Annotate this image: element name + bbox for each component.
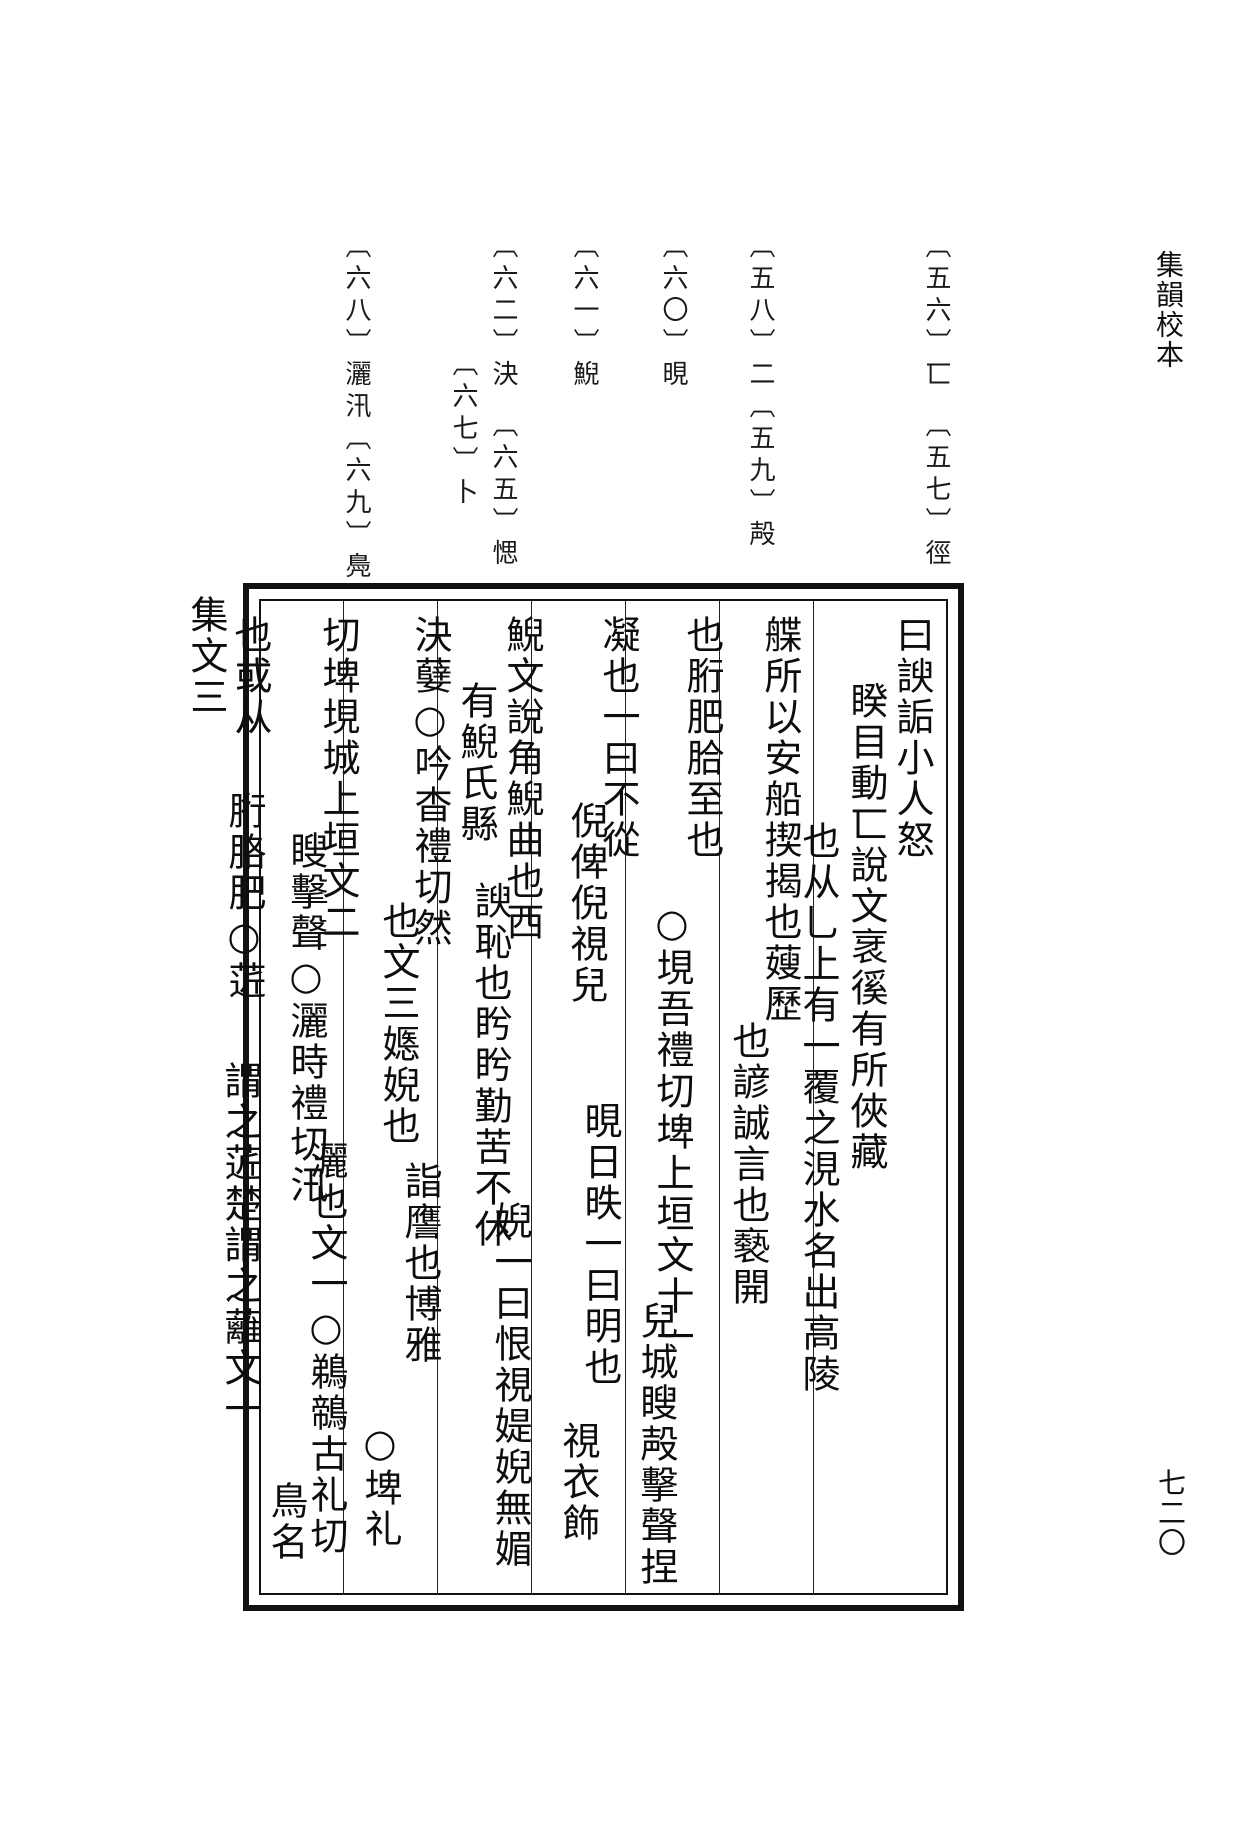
text-column: 也胻肥䏩至也 <box>680 615 724 861</box>
text-column: 視衣飾 <box>556 1421 600 1544</box>
text-column: 切埤垷城上垣文二 <box>316 615 360 943</box>
text-column: 婗一曰恨視媞婗無媚 <box>488 1201 532 1570</box>
column-rule <box>531 601 532 1593</box>
text-column: ○垷吾禮切埤上垣文十一 <box>650 901 694 1358</box>
text-column: 決㜸○吟杳禮切然 <box>408 615 452 949</box>
annotation-column: 〔六二〕決 〔六五〕愢 <box>488 232 518 571</box>
text-column: 也从乚上有一覆之涀水名出高陵 <box>796 821 840 1395</box>
column-rule <box>437 601 438 1593</box>
annotation-column: 〔六八〕灑汛〔六九〕鳧 <box>341 232 371 584</box>
text-column: 倪俾倪視兒 <box>564 801 608 1006</box>
text-column: 鯢文說角鯢曲也西 <box>500 615 544 943</box>
text-column: 灑也文一○鵜鶙古礼切 <box>304 1141 348 1557</box>
text-column: 集文三 <box>184 595 228 718</box>
text-column: 謂之菦楚謂之蘺文一 <box>218 1061 262 1430</box>
column-rule <box>813 601 814 1593</box>
text-column: 也或从 <box>228 615 272 738</box>
annotation-column: 〔五六〕匸 〔五七〕徑 <box>921 232 951 571</box>
text-column: 鳥名 <box>264 1481 308 1563</box>
annotation-column: 〔六〇〕晛 <box>658 232 688 392</box>
page-number: 七二〇 <box>1154 1468 1187 1558</box>
text-column: 凝也一曰不從 <box>596 615 640 861</box>
text-column: 晛日昳一曰明也 <box>578 1101 622 1388</box>
text-column: 兒城瞍殸擊聲捏 <box>634 1301 678 1588</box>
text-column: 艓所以安船揳揭也䕅歷 <box>758 615 802 1025</box>
annotation-column: 〔六七〕卜 <box>448 350 478 510</box>
annotation-column: 〔六一〕鯢 <box>569 232 599 392</box>
text-column: 詣譍也博雅 <box>398 1161 442 1366</box>
column-rule <box>719 601 720 1593</box>
column-rule <box>625 601 626 1593</box>
page-header-title: 集韻校本 <box>1152 250 1185 370</box>
text-column: 有鯢氏縣 <box>454 681 498 845</box>
text-column: 也諺誠言也褻開 <box>726 1021 770 1308</box>
printed-text-inner-frame: 曰諛詬小人怒 睽目動匸說文衺徯有所俠藏 也从乚上有一覆之涀水名出高陵 艓所以安船… <box>184 595 948 1595</box>
column-rule <box>343 601 344 1593</box>
text-column: ○埤礼 <box>358 1421 402 1550</box>
text-column: 諛恥也盻盻勤苦不休 <box>468 881 512 1250</box>
printed-text-block: 曰諛詬小人怒 睽目動匸說文衺徯有所俠藏 也从乚上有一覆之涀水名出高陵 艓所以安船… <box>184 583 964 1611</box>
text-column: 胻胳肥○菦 <box>222 791 266 1002</box>
text-column: 睽目動匸說文衺徯有所俠藏 <box>844 681 888 1173</box>
text-column: 曰諛詬小人怒 <box>890 615 934 861</box>
text-column: 也文三嫕婗也 <box>376 901 420 1147</box>
text-column: 瞍擊聲○灑時禮切汛 <box>284 831 328 1206</box>
annotation-column: 〔五八〕二〔五九〕殸 <box>745 232 775 552</box>
